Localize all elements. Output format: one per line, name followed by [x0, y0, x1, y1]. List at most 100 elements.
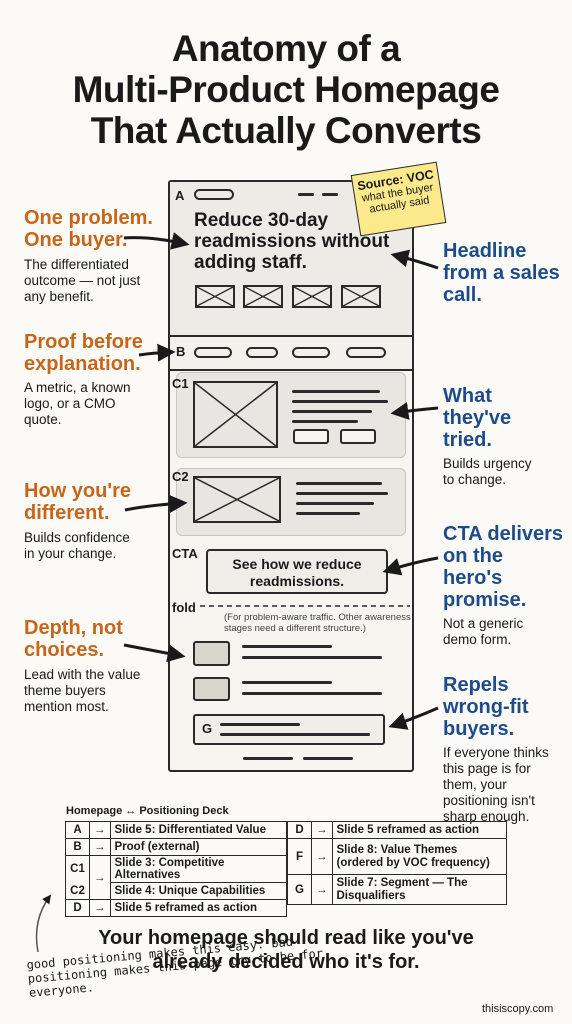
- logo-placeholder: [195, 285, 235, 308]
- annotation-proof: Proof before explanation. A metric, a kn…: [24, 331, 149, 428]
- label-cta: CTA: [172, 546, 198, 561]
- theme-thumb: [193, 641, 230, 666]
- row-key: D: [65, 899, 90, 917]
- nav-pill: [194, 189, 234, 200]
- text-line: [296, 512, 360, 515]
- page-title: Anatomy of a Multi-Product Homepage That…: [0, 28, 572, 151]
- label-c1: C1: [172, 376, 189, 391]
- annotation-heading: What they've tried.: [443, 385, 512, 451]
- text-line: [242, 681, 332, 684]
- text-line: [292, 390, 380, 393]
- row-arrow: →: [311, 838, 333, 875]
- table-row: C1→Slide 3: Competitive Alternatives: [65, 855, 287, 900]
- hero-headline: Reduce 30-day readmissions without addin…: [194, 210, 390, 273]
- c1-button-placeholder: [293, 429, 329, 444]
- text-line: [296, 502, 374, 505]
- text-line: [292, 420, 358, 423]
- label-g: G: [202, 721, 213, 736]
- table-row: D→Slide 5 reframed as action: [65, 899, 287, 917]
- footer-dash: [243, 757, 293, 760]
- c1-button-placeholder: [340, 429, 376, 444]
- table-row: G→Slide 7: Segment — The Disqualifiers: [287, 874, 507, 905]
- logo-placeholder: [243, 285, 283, 308]
- annotation-body: A metric, a known logo, or a CMO quote.: [24, 380, 131, 427]
- annotation-tried: What they've tried. Builds urgency to ch…: [443, 385, 565, 488]
- theme-thumb: [193, 677, 230, 701]
- row-key: A: [65, 821, 90, 839]
- text-line: [220, 723, 300, 726]
- text-line: [242, 645, 332, 648]
- logo-placeholder: [341, 285, 381, 308]
- annotation-body: Not a generic demo form.: [443, 616, 524, 647]
- label-a: A: [175, 188, 185, 203]
- row-value: Slide 8: Value Themes (ordered by VOC fr…: [331, 838, 507, 875]
- disqualifier-block: [193, 714, 385, 745]
- annotation-depth: Depth, not choices. Lead with the value …: [24, 617, 149, 715]
- credit: thisiscopy.com: [482, 1003, 554, 1015]
- annotation-body: The differentiated outcome — not just an…: [24, 257, 141, 304]
- annotation-heading: Headline from a sales call.: [443, 240, 560, 306]
- annotation-body: Builds confidence in your change.: [24, 530, 130, 561]
- row-key: B: [65, 838, 90, 856]
- row-key: G: [287, 874, 312, 905]
- fold-label: fold: [172, 600, 196, 615]
- row-arrow: →: [311, 821, 333, 839]
- row-value: Slide 5: Differentiated Value: [109, 821, 287, 839]
- text-line: [292, 410, 372, 413]
- text-line: [242, 692, 382, 695]
- mapping-title: Homepage ↔ Positioning Deck: [66, 805, 229, 817]
- annotation-headline-source: Headline from a sales call.: [443, 240, 563, 306]
- table-row: A→Slide 5: Differentiated Value: [65, 821, 287, 839]
- text-line: [292, 400, 388, 403]
- annotation-heading: Proof before explanation.: [24, 331, 143, 375]
- row-arrow: →: [89, 838, 111, 856]
- text-line: [296, 482, 382, 485]
- text-line: [296, 492, 388, 495]
- proof-band: [170, 337, 412, 371]
- row-arrow: →: [89, 899, 111, 917]
- voc-sticky-note: Source: VOC what the buyer actually said: [350, 161, 447, 237]
- annotation-heading: Repels wrong-fit buyers.: [443, 674, 529, 740]
- row-value: Slide 4: Unique Capabilities: [109, 882, 287, 900]
- annotation-different: How you're different. Builds confidence …: [24, 480, 149, 562]
- footer-dash: [303, 757, 353, 760]
- proof-logo-pill: [246, 347, 278, 358]
- mapping-table-right: D→Slide 5 reframed as action F→Slide 8: …: [287, 821, 507, 905]
- mapping-table-left: A→Slide 5: Differentiated Value B→Proof …: [65, 821, 287, 917]
- annotation-one-problem: One problem. One buyer. The differentiat…: [24, 207, 164, 305]
- logo-placeholder: [292, 285, 332, 308]
- row-key: D: [287, 821, 312, 839]
- row-key: C1: [65, 855, 90, 883]
- row-arrow: →: [311, 874, 333, 905]
- proof-logo-pill: [346, 347, 386, 358]
- annotation-heading: One problem. One buyer.: [24, 207, 153, 251]
- cta-button[interactable]: See how we reduce readmissions.: [206, 549, 388, 594]
- title-line-3: That Actually Converts: [90, 110, 482, 151]
- annotation-body: Lead with the value theme buyers mention…: [24, 667, 141, 714]
- table-row: B→Proof (external): [65, 838, 287, 856]
- annotation-heading: Depth, not choices.: [24, 617, 123, 661]
- annotation-heading: How you're different.: [24, 480, 131, 524]
- annotation-body: Builds urgency to change.: [443, 456, 532, 487]
- tagline: Your homepage should read like you've al…: [0, 926, 572, 974]
- proof-logo-pill: [194, 347, 232, 358]
- image-placeholder: [193, 381, 278, 448]
- row-value: Proof (external): [109, 838, 287, 856]
- row-arrow: →: [89, 855, 111, 900]
- fold-line: [200, 605, 410, 607]
- label-b: B: [176, 344, 186, 359]
- row-key: F: [287, 838, 312, 875]
- title-line-2: Multi-Product Homepage: [72, 69, 500, 110]
- table-row: D→Slide 5 reframed as action: [287, 821, 507, 839]
- label-c2: C2: [172, 469, 189, 484]
- text-line: [242, 656, 382, 659]
- row-value: Slide 3: Competitive Alternatives: [109, 855, 287, 883]
- row-arrow: →: [89, 821, 111, 839]
- nav-dash: [322, 193, 338, 196]
- table-row: F→Slide 8: Value Themes (ordered by VOC …: [287, 838, 507, 875]
- annotation-heading: CTA delivers on the hero's promise.: [443, 523, 564, 611]
- tagline-text: Your homepage should read like you've al…: [98, 927, 474, 973]
- text-line: [220, 733, 370, 736]
- nav-dash: [298, 193, 314, 196]
